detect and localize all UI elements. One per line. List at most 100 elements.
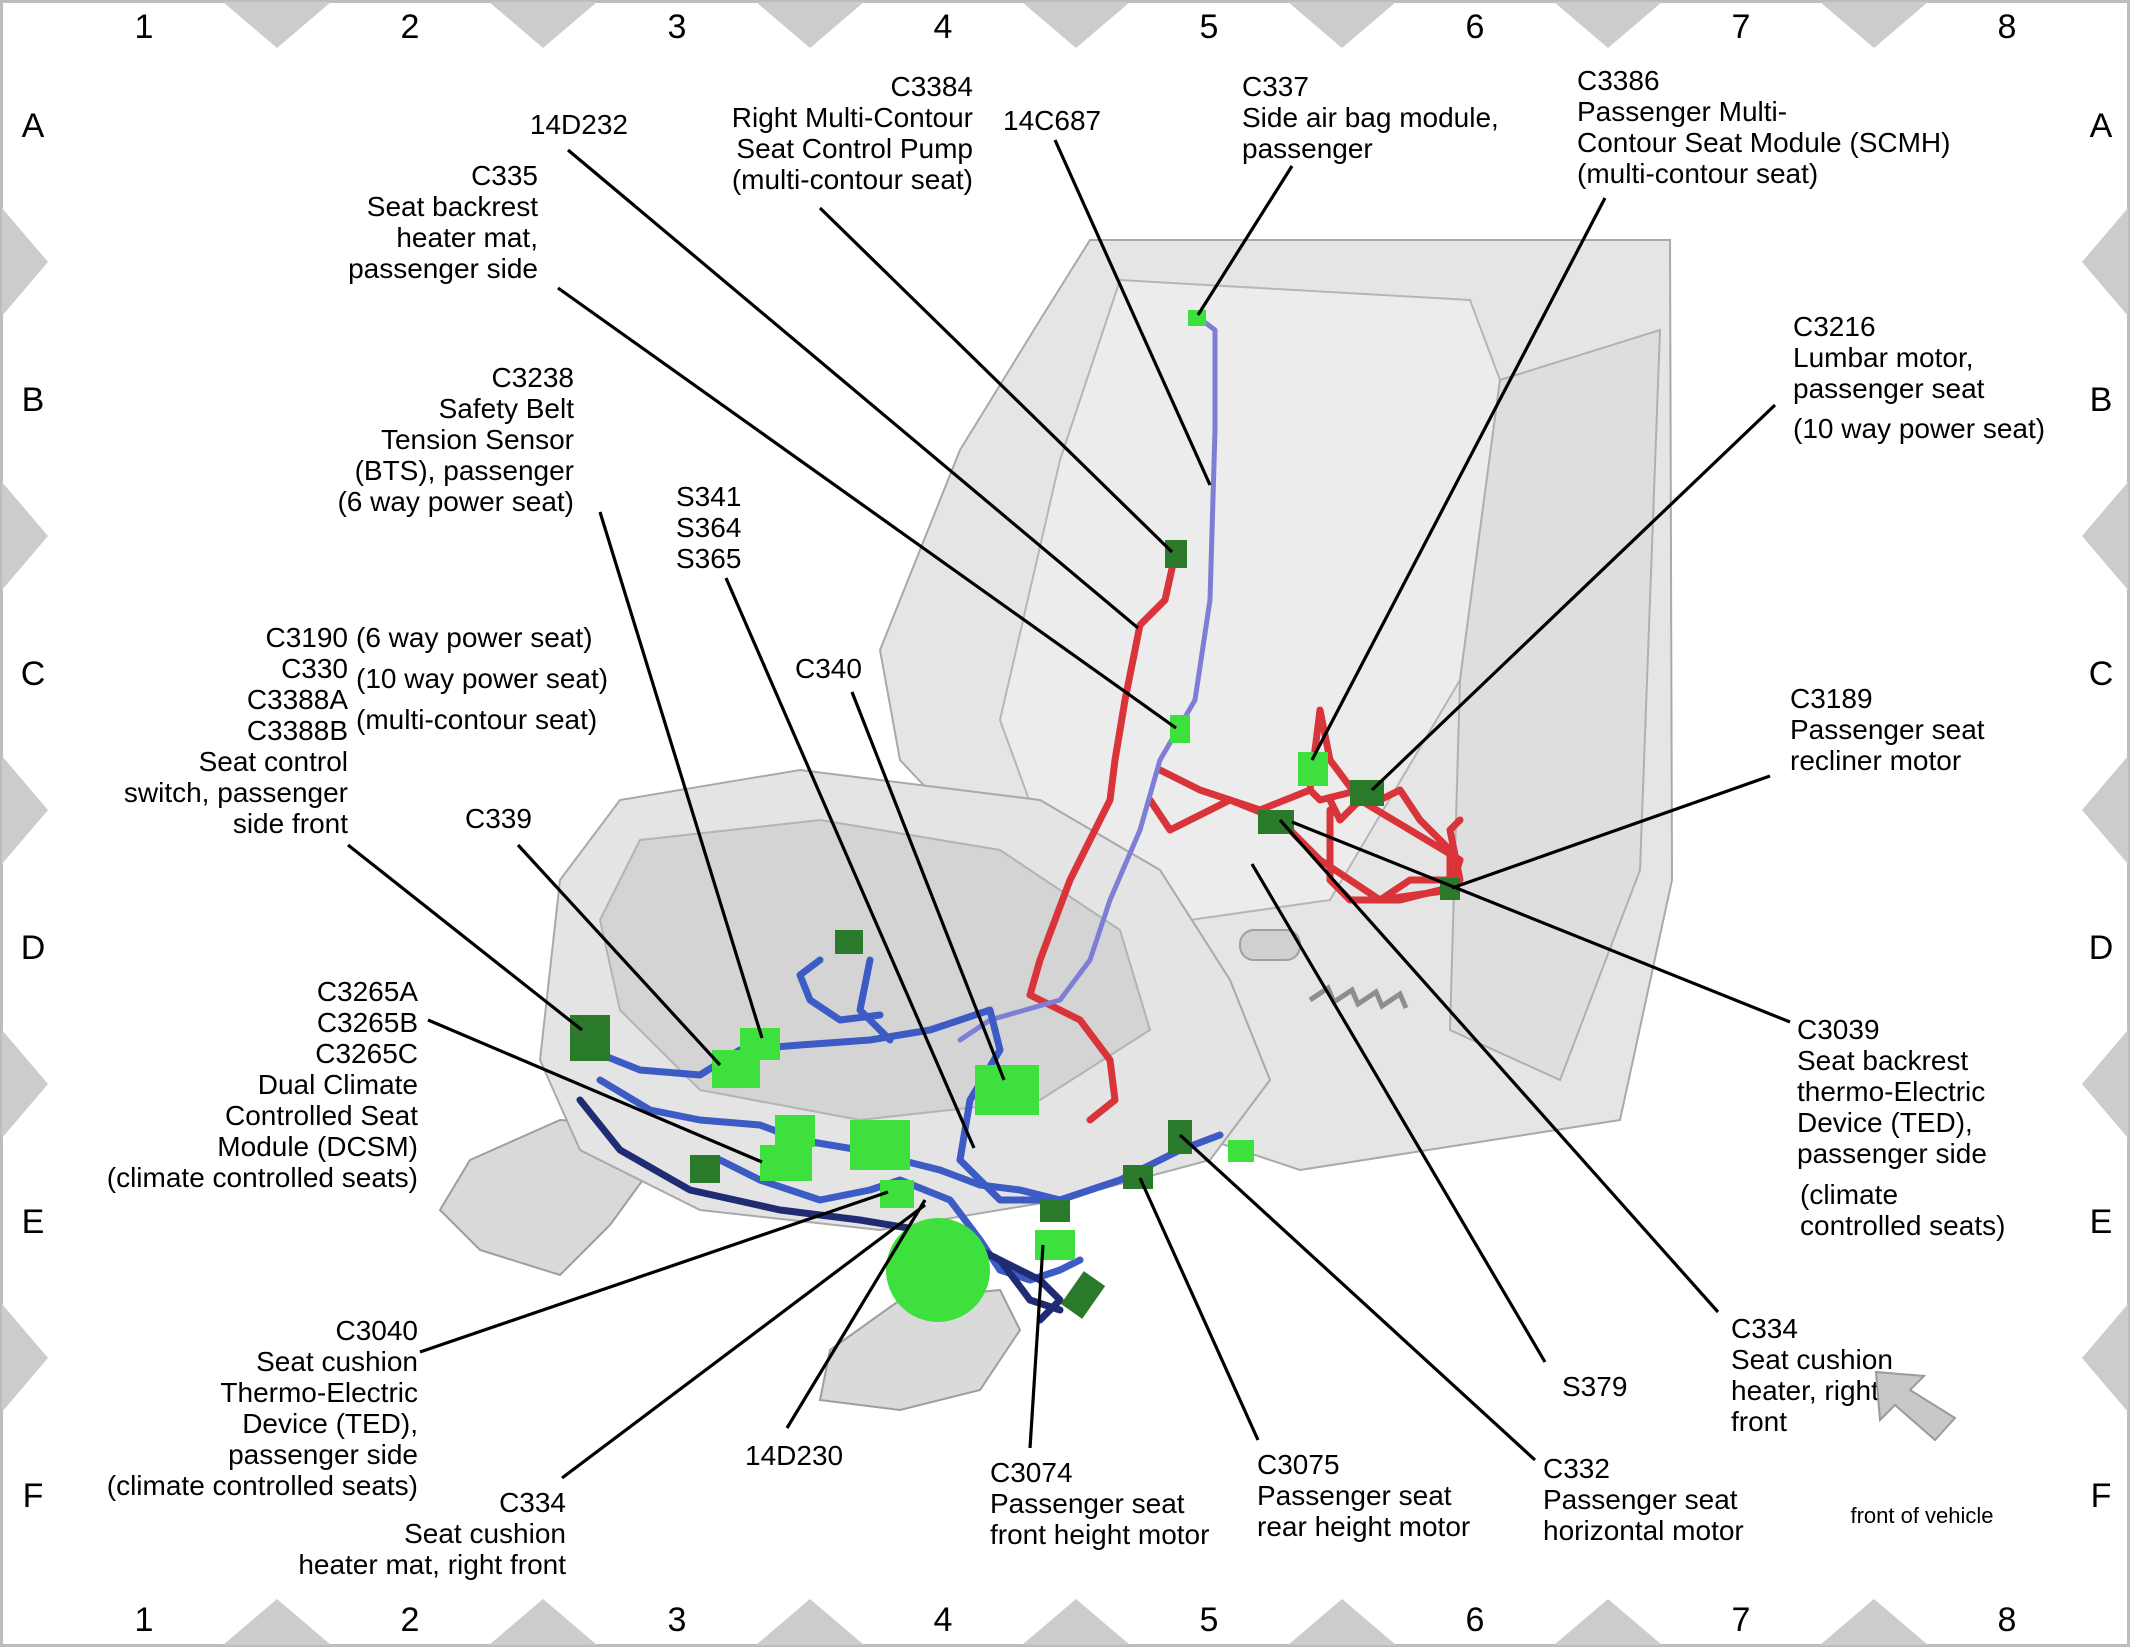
connector-c3265-b bbox=[775, 1115, 815, 1147]
leader-c3384 bbox=[818, 206, 1174, 554]
c3039-note-line: (climate bbox=[1800, 1179, 1898, 1210]
grid-row-left-E: E bbox=[22, 1203, 45, 1241]
frame-tick-right-4 bbox=[2082, 1304, 2128, 1412]
c3039-line: Seat backrest bbox=[1797, 1045, 1968, 1076]
grid-row-left-A: A bbox=[22, 107, 45, 145]
c3190-notes-line: (multi-contour seat) bbox=[356, 704, 597, 735]
frame-tick-bottom-0 bbox=[223, 1599, 331, 1645]
front-of-vehicle-label: front of vehicle bbox=[1850, 1503, 1993, 1528]
c334-left-line: Seat cushion bbox=[404, 1518, 566, 1549]
frame-tick-left-2 bbox=[2, 756, 48, 864]
frame-tick-top-3 bbox=[1022, 2, 1130, 48]
leader-s379 bbox=[1250, 863, 1547, 1363]
leader-c3265 bbox=[427, 1018, 763, 1164]
c3265-line: Controlled Seat bbox=[225, 1100, 418, 1131]
c335-line: heater mat, bbox=[396, 222, 538, 253]
leader-c332 bbox=[1178, 1133, 1537, 1462]
leader-14c687 bbox=[1053, 139, 1212, 486]
c3189-line: C3189 bbox=[1790, 683, 1873, 714]
c334-left-line: heater mat, right front bbox=[298, 1549, 566, 1580]
grid-column-top-2: 2 bbox=[401, 8, 420, 46]
c3265-line: C3265A bbox=[317, 976, 419, 1007]
seat-backrest-panel bbox=[998, 278, 1502, 922]
frame-tick-bottom-6 bbox=[1820, 1599, 1928, 1645]
grid-column-bottom-8: 8 bbox=[1998, 1601, 2017, 1639]
c3039-note-line: controlled seats) bbox=[1800, 1210, 2005, 1241]
c3265-line: C3265B bbox=[317, 1007, 418, 1038]
c340-line: C340 bbox=[795, 653, 862, 684]
connector-c3074-b bbox=[1040, 1200, 1070, 1222]
recliner-spring bbox=[1308, 984, 1409, 1010]
frame-tick-bottom-2 bbox=[756, 1599, 864, 1645]
c332-line: C332 bbox=[1543, 1453, 1610, 1484]
c3040-line: C3040 bbox=[335, 1315, 418, 1346]
connector-c337 bbox=[1188, 310, 1206, 326]
front-arrow-icon bbox=[1874, 1370, 1957, 1442]
c3190-line: switch, passenger bbox=[124, 777, 348, 808]
c3075-line: rear height motor bbox=[1257, 1511, 1470, 1542]
c337-line: passenger bbox=[1242, 133, 1373, 164]
c335-line: Seat backrest bbox=[367, 191, 538, 222]
recliner-handle bbox=[1239, 929, 1301, 961]
frame-tick-top-2 bbox=[756, 2, 864, 48]
grid-row-right-C: C bbox=[2089, 655, 2114, 693]
frame-tick-left-3 bbox=[2, 1030, 48, 1138]
c335-line: C335 bbox=[471, 160, 538, 191]
leader-c334-right bbox=[1278, 818, 1720, 1314]
c334-right-line: front bbox=[1731, 1406, 1787, 1437]
c334-right-line: Seat cushion bbox=[1731, 1344, 1893, 1375]
c3040-line: Thermo-Electric bbox=[220, 1377, 418, 1408]
c3074-line: front height motor bbox=[990, 1519, 1209, 1550]
frame-tick-top-1 bbox=[489, 2, 597, 48]
c3040-line: (climate controlled seats) bbox=[107, 1470, 418, 1501]
connector-c334-right bbox=[1228, 1140, 1254, 1162]
frame-tick-top-0 bbox=[223, 2, 331, 48]
c3386-line: Passenger Multi- bbox=[1577, 96, 1787, 127]
connector-c3265 bbox=[760, 1145, 812, 1181]
c3238-line: C3238 bbox=[491, 362, 574, 393]
c3190-notes-line: (10 way power seat) bbox=[356, 663, 608, 694]
c3216-line: C3216 bbox=[1793, 311, 1876, 342]
c3384-line: Seat Control Pump bbox=[736, 133, 973, 164]
c3190-line: C330 bbox=[281, 653, 348, 684]
leader-c3039 bbox=[1291, 820, 1791, 1024]
label-c3190-notes: (6 way power seat)(10 way power seat)(mu… bbox=[356, 622, 608, 735]
frame-tick-bottom-3 bbox=[1022, 1599, 1130, 1645]
label-c339: C339 bbox=[465, 803, 532, 834]
grid-column-bottom-1: 1 bbox=[135, 1601, 154, 1639]
c332-line: horizontal motor bbox=[1543, 1515, 1744, 1546]
leader-c3189 bbox=[1451, 774, 1771, 890]
connector-c335 bbox=[1170, 715, 1190, 743]
c337-line: Side air bag module, bbox=[1242, 102, 1499, 133]
c3074-line: Passenger seat bbox=[990, 1488, 1185, 1519]
grid-row-left-C: C bbox=[21, 655, 46, 693]
seat-cushion-top bbox=[598, 818, 1152, 1122]
leader-c3238 bbox=[598, 511, 764, 1039]
leader-c335 bbox=[557, 286, 1177, 730]
grid-row-left-F: F bbox=[23, 1477, 44, 1515]
seat-illustration bbox=[438, 239, 1674, 1412]
connector-c3190 bbox=[570, 1015, 610, 1061]
c3384-line: (multi-contour seat) bbox=[732, 164, 973, 195]
c3039-line: Device (TED), bbox=[1797, 1107, 1973, 1138]
grid-row-left-B: B bbox=[22, 381, 45, 419]
connectors bbox=[570, 310, 1460, 1322]
c3190-line: C3388A bbox=[247, 684, 349, 715]
frame-tick-right-2 bbox=[2082, 756, 2128, 864]
grid-row-left-D: D bbox=[21, 929, 46, 967]
c3238-line: Safety Belt bbox=[439, 393, 575, 424]
connector-c3075 bbox=[1123, 1165, 1153, 1189]
label-c3216-note: (10 way power seat) bbox=[1793, 413, 2045, 444]
grid-row-right-E: E bbox=[2090, 1203, 2113, 1241]
grid-column-top-5: 5 bbox=[1200, 8, 1219, 46]
